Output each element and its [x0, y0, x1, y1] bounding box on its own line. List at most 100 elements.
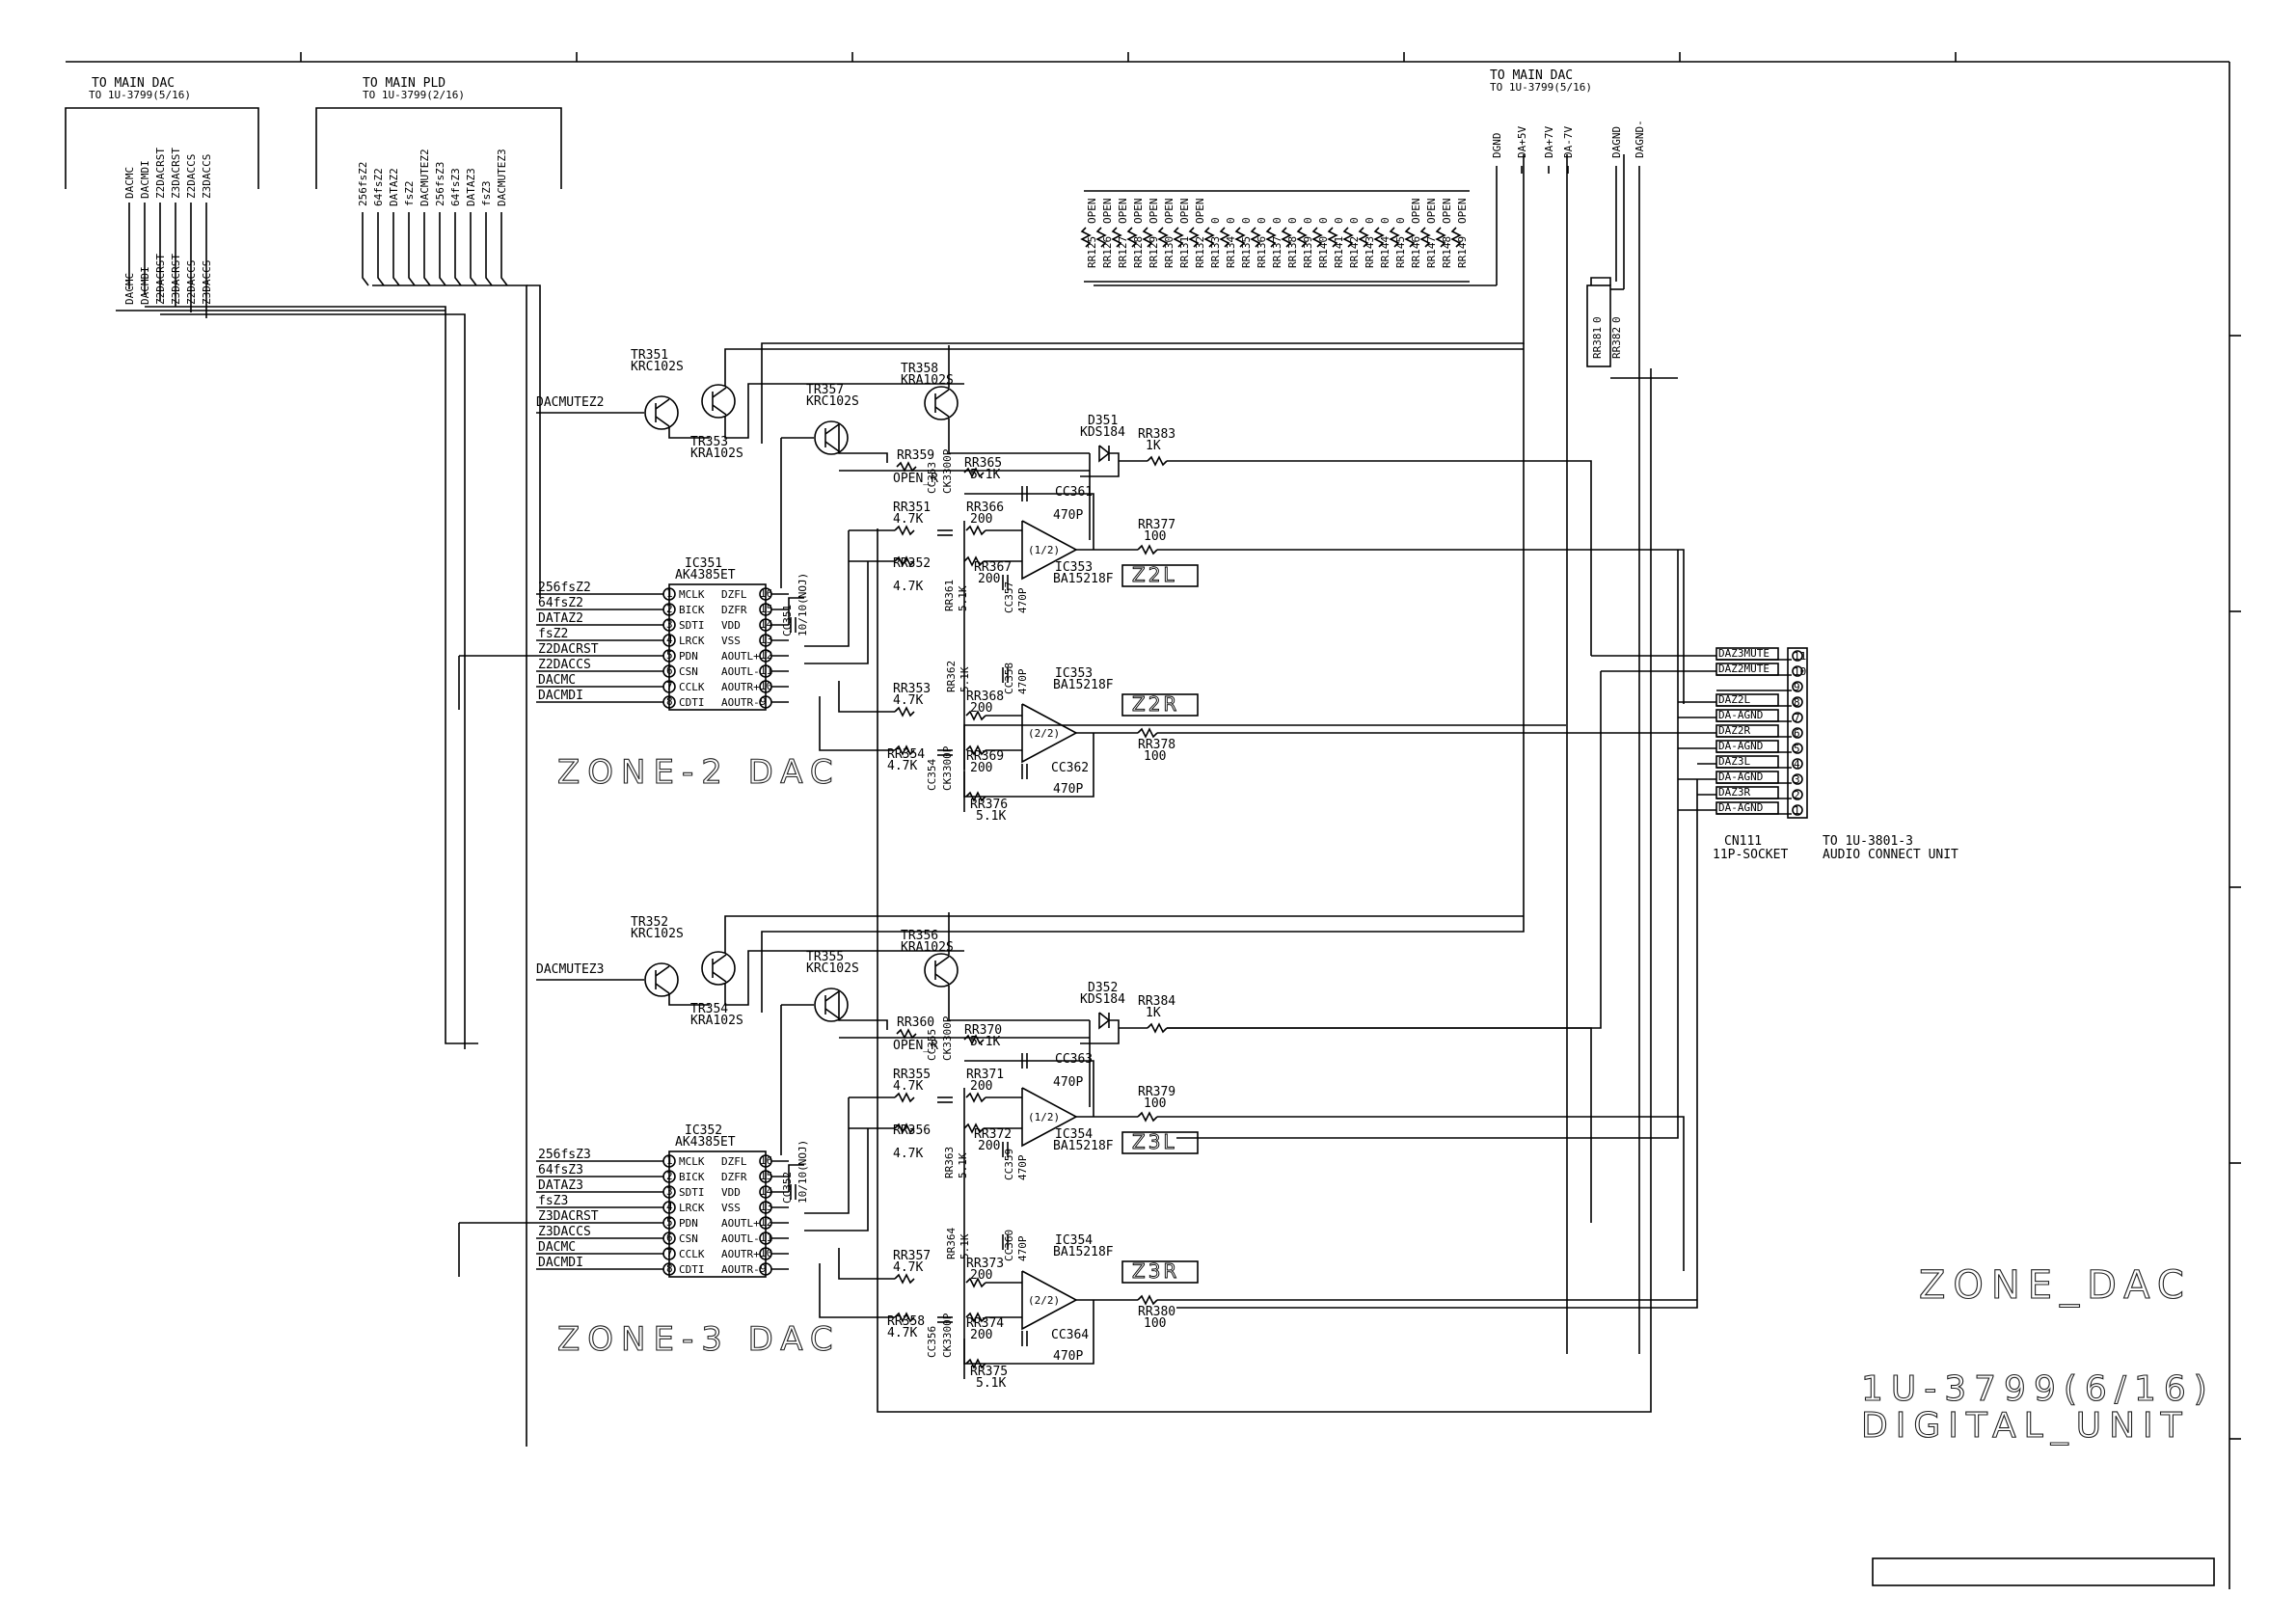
- rbank-val: OPEN: [1117, 199, 1129, 225]
- rbank-val: 0: [1394, 217, 1407, 224]
- rbank-resistor: [1281, 227, 1292, 248]
- opamp-r-symbol: [1021, 703, 1078, 764]
- dac-input-label: Z3DACCS: [538, 1225, 591, 1239]
- r-input-res2-val: 4.7K: [887, 759, 917, 773]
- transistor-part: KRA102S: [901, 940, 954, 955]
- r-res-51k-ref: RR362: [945, 661, 958, 692]
- rbank-val: OPEN: [1441, 199, 1453, 225]
- diode-part: KDS184: [1080, 425, 1125, 440]
- cn111-pin-label: DA-AGND: [1718, 771, 1763, 783]
- cn111-pin-label-box: [1715, 801, 1779, 815]
- r-filter-cap: [937, 749, 953, 756]
- r-cap2-val: 470P: [1016, 668, 1029, 694]
- cn111-pin-number: 9: [1794, 681, 1800, 693]
- dac-ic-pin-name: VSS: [721, 1202, 741, 1214]
- dac-ic-pin-name: BICK: [679, 1171, 705, 1183]
- dac-ic-pin-num: 10: [760, 680, 772, 692]
- rbank-resistor: [1111, 227, 1122, 248]
- r-output-resistor: [1137, 1294, 1158, 1306]
- dac-ic-pin-num: 6: [666, 1232, 673, 1244]
- dac-ic-pin-num: 4: [666, 1201, 673, 1213]
- l-res-200b-val: 200: [978, 1139, 1000, 1153]
- dac-ic-pin-name: LRCK: [679, 1202, 705, 1214]
- title-block: ZONE_DAC 1U-3799(6/16) DIGITAL_UNIT: [1860, 1262, 2207, 1446]
- rbank-resistor: [1342, 227, 1354, 248]
- l-filter-cap: [937, 1096, 953, 1103]
- main-pld-sub: TO 1U-3799(2/16): [363, 89, 465, 101]
- cn111-pin-label-box: [1715, 663, 1779, 676]
- cn111-pin-number: 7: [1794, 712, 1800, 724]
- dac-ic-pin-num: 10: [760, 1247, 772, 1259]
- pld-bus-signal: DACMUTEZ2: [419, 149, 431, 206]
- r-fb-cap-ref: CC362: [1051, 761, 1089, 775]
- rr-diode-resistor: [1147, 455, 1168, 467]
- rbank-resistor: [1219, 227, 1230, 248]
- opamp-l-half: (1/2): [1028, 1111, 1060, 1123]
- cn111-pin-label-box: [1715, 693, 1779, 707]
- power-rail-label: DA-7V: [1562, 126, 1575, 158]
- dac-ic-pin-num: 15: [760, 1170, 772, 1182]
- r-res-200-val: 200: [970, 1268, 992, 1283]
- opamp-l-symbol: [1021, 1087, 1078, 1148]
- transistor-collector: [934, 956, 950, 967]
- rbank-resistor: [1203, 227, 1215, 248]
- channel-box-l: [1121, 1131, 1199, 1154]
- zone3-mute-route: [1167, 671, 1602, 1029]
- transistor-ref: TR355: [806, 950, 844, 964]
- dac-input-label: DACMDI: [538, 689, 583, 703]
- pld-bus-wire: [439, 212, 446, 286]
- l-cap-2: [1002, 1142, 1009, 1157]
- pld-bus-signal: 64fsZ2: [372, 168, 385, 206]
- cn111-pin-label: DAZ3MUTE: [1718, 647, 1769, 660]
- dac-ic-ref: IC352: [685, 1123, 722, 1138]
- dac-ic-pin-num: 13: [760, 1201, 772, 1213]
- l-input-res-val: 4.7K: [893, 1079, 923, 1094]
- opamp-r-half: (2/2): [1028, 1294, 1060, 1307]
- mute-out-wire: [1167, 1027, 1592, 1223]
- dac-ic-pin-num: 1: [666, 587, 673, 600]
- dac-bus-signal-top: Z2DACRST: [154, 148, 167, 199]
- dac-ic-pin-num: 16: [760, 587, 772, 600]
- dac-ic-pin-name: VDD: [721, 619, 741, 632]
- r-fb-cap-val: 470P: [1053, 1349, 1083, 1364]
- transistor-emitter: [655, 416, 670, 427]
- mute-out-wire: [1167, 460, 1592, 656]
- l-fb-cap-ref: CC361: [1055, 485, 1093, 500]
- l-res-200b-val: 200: [978, 572, 1000, 586]
- dac-input-label: Z2DACRST: [538, 642, 599, 657]
- dac-ic-pin-name: LRCK: [679, 635, 705, 647]
- pld-bus-signal: fsZ2: [403, 181, 416, 207]
- rbank-ref: RR125: [1086, 236, 1098, 268]
- rbank-val: 0: [1209, 217, 1222, 224]
- rr-51k-ref: RR370: [964, 1023, 1002, 1038]
- dac-input-label: Z2DACCS: [538, 658, 591, 672]
- pld-bus-signal: DATAZ3: [465, 168, 477, 206]
- r-input-res-val: 4.7K: [893, 1260, 923, 1275]
- transistor-emitter: [934, 406, 950, 418]
- dac-input-label: DACMDI: [538, 1256, 583, 1270]
- l-cap2-val: 470P: [1016, 587, 1029, 613]
- transistor-part: KRC102S: [806, 961, 859, 976]
- rbank-ref: RR147: [1425, 236, 1438, 268]
- dac-ic-pin-num: 14: [760, 618, 773, 631]
- cn111-pin-label: DAZ2MUTE: [1718, 663, 1769, 675]
- rbank-val: 0: [1364, 217, 1376, 224]
- rbank-val: OPEN: [1425, 199, 1438, 225]
- tr-wire: [668, 426, 710, 439]
- rbank-val: 0: [1348, 217, 1361, 224]
- r-wire: [819, 1263, 895, 1318]
- l-out-res-ref: RR377: [1138, 518, 1175, 532]
- rbank-resistor: [1188, 227, 1200, 248]
- dac-bus-signal-bottom: Z3DACCS: [201, 260, 213, 305]
- rr-open-resistor: [896, 461, 917, 473]
- rbank-resistor: [1173, 227, 1184, 248]
- dac-bus-signal-bottom: DACMC: [123, 273, 136, 305]
- dac-ic-pin-num: 3: [666, 618, 673, 631]
- dac-ic-pin-num: 9: [760, 695, 767, 708]
- dac-ic-pin-name: BICK: [679, 604, 705, 616]
- cn111-pin-number: 8: [1794, 696, 1800, 709]
- dac-ic-pin-name: AOUTR-: [721, 696, 760, 709]
- cn111-pin-label: DAZ2R: [1718, 724, 1750, 737]
- r-output-resistor: [1137, 727, 1158, 739]
